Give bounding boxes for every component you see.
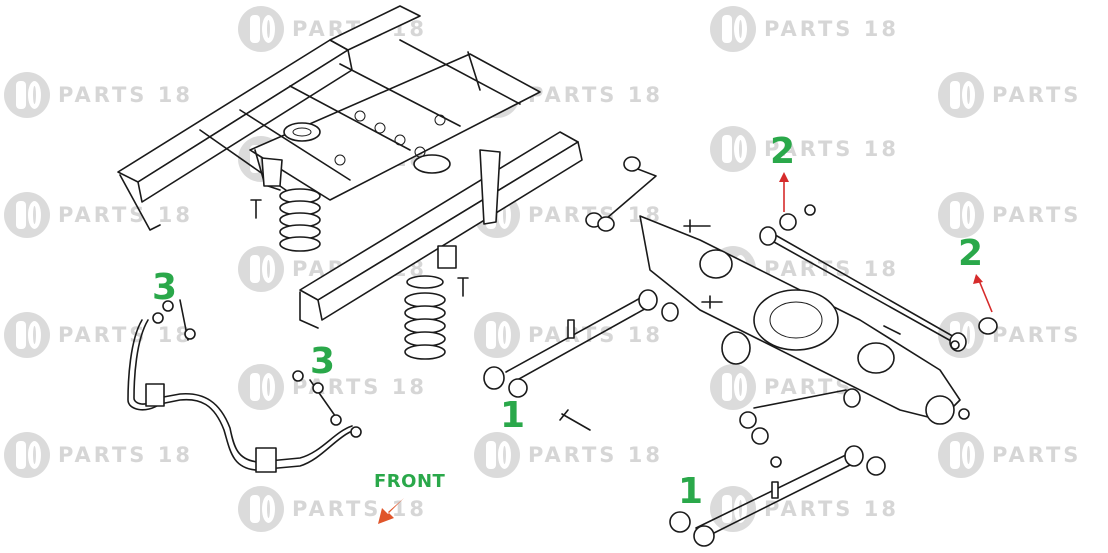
parts18-logo-icon [4,312,50,358]
lower-control-arm-top [483,289,679,431]
parts18-logo-icon [4,192,50,238]
callout-lower-arm-top: 1 [500,395,526,436]
coil-spring-center [404,275,446,360]
callout-lower-arm-bottom: 1 [678,471,704,512]
watermark: PARTS 18 [710,126,899,172]
parts18-logo-icon [938,432,984,478]
parts18-logo-icon [710,126,756,172]
watermark: PARTS [938,192,1081,238]
watermark: PARTS 18 [238,486,427,532]
watermark: PARTS [938,72,1081,118]
front-label: FRONT [374,471,446,492]
watermark: PARTS 18 [474,312,663,358]
parts18-logo-icon [710,6,756,52]
watermark: PARTS 18 [4,432,193,478]
parts18-logo-icon [238,486,284,532]
lateral-rod [759,204,998,352]
bolts-upper [250,199,469,297]
stabilizer-bar [127,299,362,473]
callout-stabilizer-link-left: 3 [152,267,178,308]
parts18-logo-icon [938,72,984,118]
parts18-logo-icon [238,246,284,292]
callout-lateral-rod-right: 2 [958,233,984,274]
watermark: PARTS [938,432,1081,478]
watermark: PARTS 18 [474,432,663,478]
parts18-logo-icon [710,364,756,410]
parts18-logo-icon [4,432,50,478]
parts18-logo-icon [938,192,984,238]
parts18-logo-icon [474,432,520,478]
rear-axle-housing [639,215,961,425]
coil-spring-left [279,188,321,252]
watermark: PARTS 18 [4,192,193,238]
parts18-logo-icon [4,72,50,118]
parts18-logo-icon [238,6,284,52]
lower-control-arm-bottom [669,388,970,547]
chassis-frame [117,5,583,329]
upper-control-arms [585,156,711,233]
callout-arrows [779,172,993,313]
watermark: PARTS 18 [4,72,193,118]
parts18-logo-icon [474,312,520,358]
callout-lateral-rod-top: 2 [770,131,796,172]
parts18-logo-icon [238,364,284,410]
callout-stabilizer-link-center: 3 [310,341,336,382]
watermark: PARTS 18 [710,6,899,52]
front-arrow-icon [378,498,404,524]
watermark: PARTS 18 [238,364,427,410]
watermark: PARTS 18 [4,312,193,358]
watermark: PARTS 18 [710,486,899,532]
